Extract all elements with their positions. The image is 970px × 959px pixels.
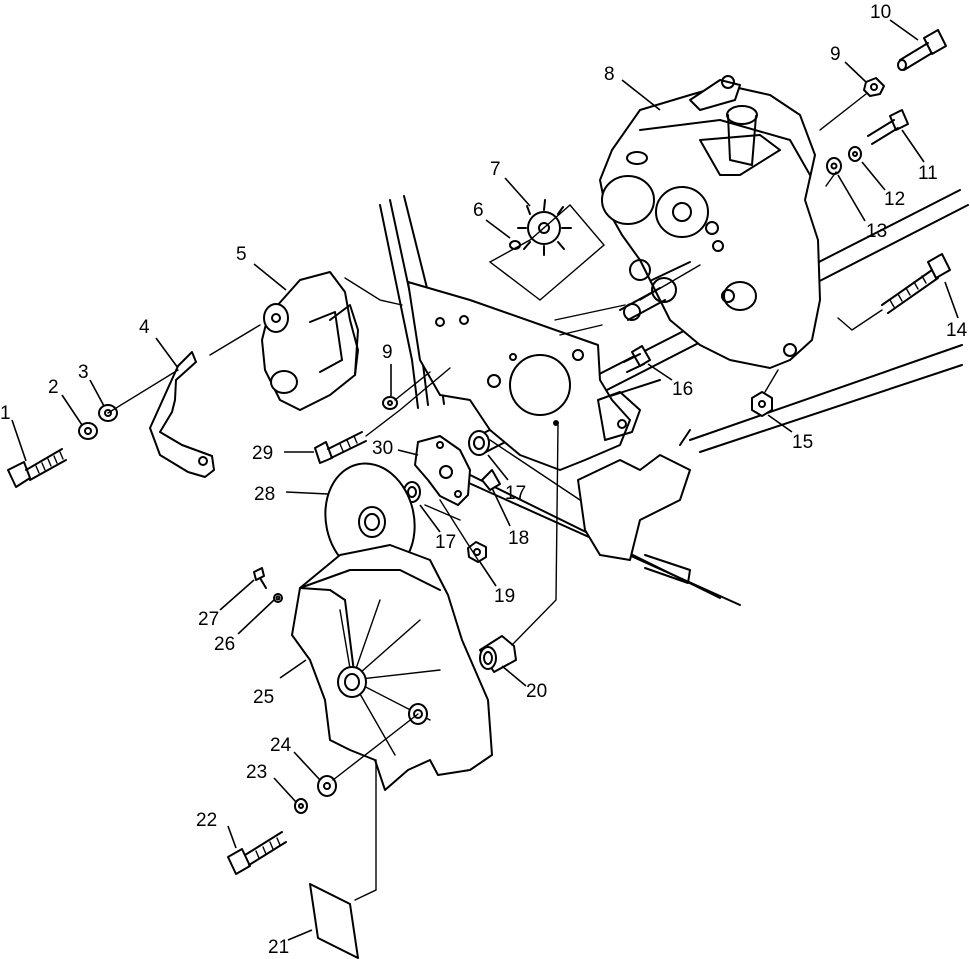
callout-17-left: 17 — [435, 532, 456, 553]
bolt-16 — [623, 345, 651, 373]
washer-2 — [78, 422, 98, 440]
washer-9a — [382, 396, 398, 410]
plate-30 — [414, 435, 471, 506]
callout-2: 2 — [48, 377, 59, 398]
center-lines — [107, 93, 883, 901]
callout-7: 7 — [490, 159, 501, 180]
decal-21 — [309, 883, 359, 959]
callout-13: 13 — [866, 221, 887, 242]
callout-1: 1 — [0, 403, 11, 424]
key-18 — [481, 469, 501, 491]
spacer-20 — [479, 635, 517, 673]
callout-9-left: 9 — [382, 342, 393, 363]
callout-26: 26 — [214, 634, 235, 655]
callout-10: 10 — [870, 2, 891, 23]
belt-guard — [291, 544, 493, 791]
callout-20: 20 — [526, 681, 547, 702]
callout-17-right: 17 — [505, 483, 526, 504]
callout-6: 6 — [473, 200, 484, 221]
callout-30: 30 — [372, 438, 393, 459]
snap-ring — [509, 240, 521, 250]
skid-bracket — [577, 429, 691, 584]
callout-3: 3 — [78, 362, 89, 383]
callout-8: 8 — [604, 64, 615, 85]
bolt-14 — [881, 253, 951, 314]
sprocket — [488, 199, 605, 301]
callout-28: 28 — [254, 484, 275, 505]
washer-24 — [317, 775, 337, 797]
mounting-plate — [407, 281, 641, 471]
callout-16: 16 — [672, 379, 693, 400]
bushing-17a — [468, 430, 490, 456]
callout-14: 14 — [946, 320, 968, 341]
callout-29: 29 — [252, 443, 273, 464]
lockwasher-23 — [294, 798, 308, 814]
screw-27 — [253, 567, 267, 589]
callout-15: 15 — [792, 432, 813, 453]
nut-19 — [467, 541, 487, 563]
washer-13 — [826, 157, 842, 175]
bolt-1 — [7, 448, 67, 488]
callout-25: 25 — [253, 687, 274, 708]
bolt-29 — [314, 431, 367, 464]
bolt-22 — [227, 831, 287, 875]
callout-23: 23 — [246, 762, 267, 783]
bracket — [149, 351, 215, 478]
bolt-11 — [867, 109, 909, 145]
callout-leaders — [11, 19, 959, 941]
washer-26 — [273, 593, 283, 603]
callout-18: 18 — [508, 528, 529, 549]
callout-27: 27 — [198, 609, 219, 630]
callout-5: 5 — [236, 244, 247, 265]
callout-12: 12 — [884, 189, 905, 210]
gearcase — [599, 75, 821, 369]
bolt-10 — [897, 29, 947, 71]
plate-bearing-hole — [509, 354, 571, 416]
lockwasher-12 — [848, 146, 862, 162]
callout-9-right: 9 — [830, 44, 841, 65]
nut-15 — [751, 391, 773, 417]
callout-24: 24 — [270, 735, 292, 756]
callout-4: 4 — [139, 317, 150, 338]
callout-19: 19 — [494, 586, 515, 607]
washer-9b — [863, 77, 885, 97]
engine — [261, 271, 359, 411]
callout-21: 21 — [268, 937, 289, 958]
callout-11: 11 — [918, 163, 938, 184]
callout-22: 22 — [196, 810, 217, 831]
